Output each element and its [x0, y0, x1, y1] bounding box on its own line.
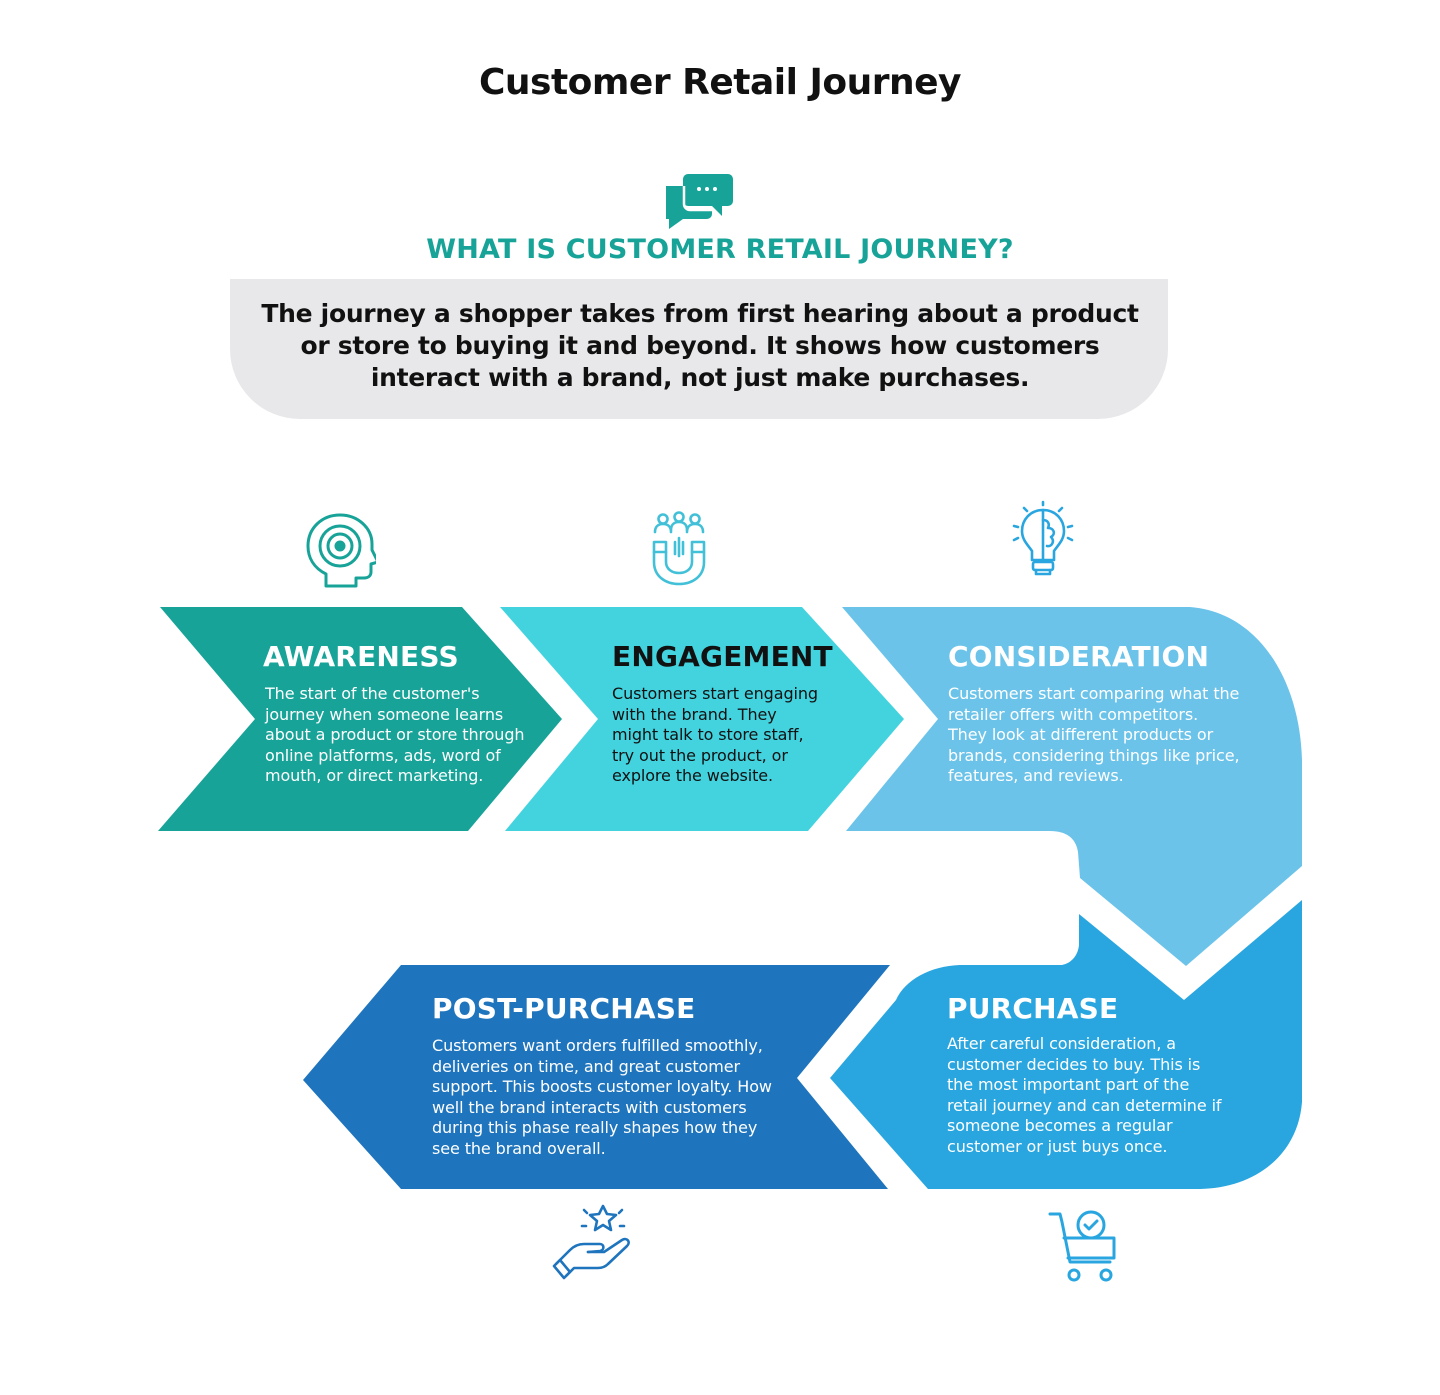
consideration-title: CONSIDERATION — [948, 640, 1210, 673]
lightbulb-brain-icon — [1012, 500, 1074, 576]
definition-box — [230, 279, 1168, 419]
consideration-shape — [842, 607, 1302, 966]
post-purchase-title: POST-PURCHASE — [432, 992, 696, 1025]
awareness-shape — [158, 607, 562, 831]
engagement-shape — [500, 607, 904, 831]
section-heading: WHAT IS CUSTOMER RETAIL JOURNEY? — [426, 234, 1014, 265]
awareness-title: AWARENESS — [263, 640, 459, 673]
engagement-description: Customers start engaging with the brand.… — [612, 684, 818, 786]
hand-star-icon — [552, 1204, 630, 1280]
chat-bubbles-icon — [666, 174, 733, 229]
purchase-description: After careful consideration, a customer … — [947, 1034, 1222, 1156]
consideration-description: Customers start comparing what the retai… — [948, 684, 1240, 786]
purchase-title: PURCHASE — [947, 992, 1119, 1025]
post-purchase-description: Customers want orders fulfilled smoothly… — [432, 1036, 772, 1158]
page-title: Customer Retail Journey — [478, 62, 962, 103]
awareness-description: The start of the customer's journey when… — [265, 684, 525, 786]
head-target-icon — [306, 513, 376, 588]
post-purchase-shape — [303, 965, 890, 1189]
cart-check-icon — [1048, 1210, 1116, 1282]
definition-text: The journey a shopper takes from first h… — [261, 299, 1139, 392]
purchase-shape — [830, 900, 1302, 1189]
magnet-people-icon — [652, 511, 706, 586]
engagement-title: ENGAGEMENT — [612, 640, 833, 673]
